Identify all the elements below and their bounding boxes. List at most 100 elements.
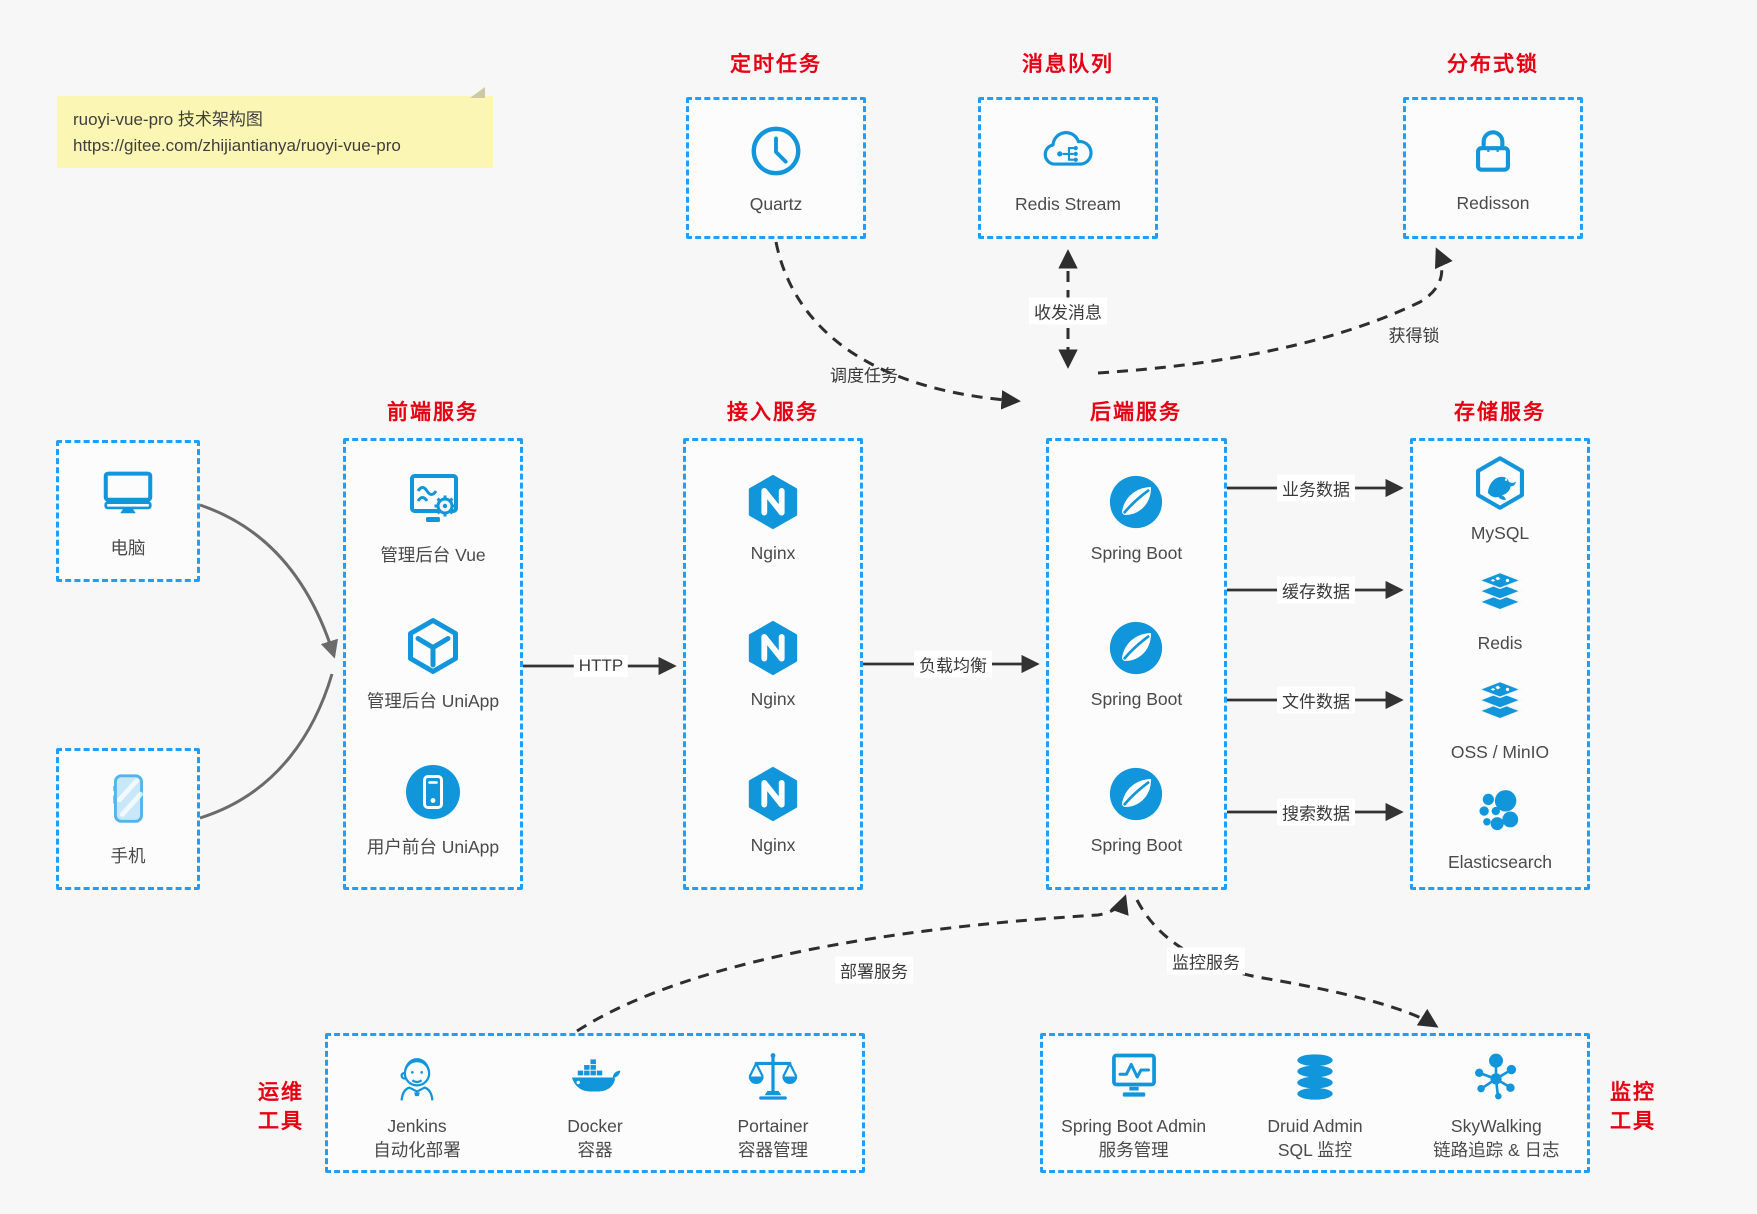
node-label: 电脑 xyxy=(110,537,146,558)
node-label: Redis Stream xyxy=(1014,193,1121,214)
node-label: Spring Boot xyxy=(1090,834,1183,855)
mysql-dolphin-icon xyxy=(1472,455,1528,516)
sticky-note: ruoyi-vue-pro 技术架构图 https://gitee.com/zh… xyxy=(57,87,493,168)
storage-title: 存储服务 xyxy=(1454,401,1546,424)
node-portainer: Portainer 容器管理 xyxy=(687,1049,859,1162)
admin-vue-icon xyxy=(403,470,463,535)
monitoring-tools-box: Spring Boot Admin 服务管理 Druid Admin SQL 监… xyxy=(1040,1033,1590,1173)
node-name: Jenkins xyxy=(387,1116,447,1136)
node-label: Nginx xyxy=(750,688,796,709)
frontend-box: 管理后台 Vue 管理后台 UniApp 用户前台 UniApp xyxy=(343,438,523,890)
node-nginx-2: Nginx xyxy=(744,619,802,710)
edge-label-deploy-service: 部署服务 xyxy=(835,956,913,984)
node-skywalking: SkyWalking 链路追踪 & 日志 xyxy=(1410,1049,1582,1162)
edge-label-file-data: 文件数据 xyxy=(1277,686,1355,714)
node-label: MySQL xyxy=(1470,523,1530,544)
edge-label-http: HTTP xyxy=(573,655,629,677)
edge-client-phone xyxy=(199,673,334,820)
note-url: https://gitee.com/zhijiantianya/ruoyi-vu… xyxy=(73,135,401,155)
mq-title: 消息队列 xyxy=(1022,53,1114,76)
nginx-icon xyxy=(744,765,802,828)
node-name: Spring Boot Admin xyxy=(1061,1116,1207,1136)
docker-whale-icon xyxy=(566,1049,624,1110)
edge-acquire-lock xyxy=(1097,247,1453,375)
edge-label-send-receive: 收发消息 xyxy=(1029,297,1107,325)
mq-box: Redis Stream xyxy=(978,97,1158,239)
node-docker: Docker 容器 xyxy=(509,1049,681,1162)
node-name: Docker xyxy=(567,1116,623,1136)
scheduler-box: Quartz xyxy=(686,97,866,239)
edge-label-monitor-service: 监控服务 xyxy=(1167,947,1245,975)
spring-leaf-icon xyxy=(1107,619,1165,682)
gateway-box: Nginx Nginx Nginx xyxy=(683,438,863,890)
node-elasticsearch: Elasticsearch xyxy=(1448,784,1552,873)
node-user-uniapp: 用户前台 UniApp xyxy=(367,762,499,859)
scheduler-title: 定时任务 xyxy=(730,53,822,76)
nginx-icon xyxy=(744,619,802,682)
node-admin-uniapp: 管理后台 UniApp xyxy=(367,616,499,713)
edge-label-business-data: 业务数据 xyxy=(1277,474,1355,502)
monitoring-side-label: 监控 工具 xyxy=(1610,1081,1656,1134)
cloud-stream-icon xyxy=(1039,122,1097,185)
node-label: OSS / MinIO xyxy=(1450,742,1550,763)
elasticsearch-icon xyxy=(1472,784,1528,845)
edge-label-cache-data: 缓存数据 xyxy=(1277,576,1355,604)
frontend-title: 前端服务 xyxy=(387,401,479,424)
node-label: 用户前台 UniApp xyxy=(366,836,500,857)
desktop-icon xyxy=(99,463,157,526)
node-mysql: MySQL xyxy=(1471,455,1529,544)
edge-label-acquire-lock: 获得锁 xyxy=(1388,326,1440,346)
node-desc: 服务管理 xyxy=(1098,1139,1169,1160)
node-label: Spring Boot xyxy=(1090,688,1183,709)
client-pc-box: 电脑 xyxy=(56,440,200,582)
lock-box: Redisson xyxy=(1403,97,1583,239)
uniapp-cube-icon xyxy=(403,616,463,681)
lock-title: 分布式锁 xyxy=(1447,53,1539,76)
clock-icon xyxy=(747,122,805,185)
topology-icon xyxy=(1468,1049,1524,1110)
node-label: Nginx xyxy=(750,542,796,563)
edge-label-search-data: 搜索数据 xyxy=(1277,798,1355,826)
node-springboot-1: Spring Boot xyxy=(1091,473,1182,564)
node-label: Spring Boot xyxy=(1090,542,1183,563)
spring-leaf-icon xyxy=(1107,473,1165,536)
ops-side-label: 运维 工具 xyxy=(258,1081,304,1134)
note-title: ruoyi-vue-pro 技术架构图 xyxy=(73,110,263,129)
node-label: 管理后台 UniApp xyxy=(366,690,500,711)
node-label: Redis xyxy=(1477,632,1523,653)
edge-label-load-balance: 负载均衡 xyxy=(914,650,992,678)
node-admin-vue: 管理后台 Vue xyxy=(380,470,486,567)
backend-title: 后端服务 xyxy=(1090,401,1182,424)
oss-stack-icon xyxy=(1472,674,1528,735)
scales-icon xyxy=(745,1049,801,1110)
spring-leaf-icon xyxy=(1107,765,1165,828)
user-app-icon xyxy=(403,762,463,827)
backend-box: Spring Boot Spring Boot Spring Boot xyxy=(1046,438,1227,890)
node-redis: Redis xyxy=(1472,565,1528,654)
node-nginx-1: Nginx xyxy=(744,473,802,564)
database-icon xyxy=(1287,1049,1343,1110)
padlock-icon xyxy=(1465,123,1521,184)
gateway-title: 接入服务 xyxy=(727,401,819,424)
jenkins-icon xyxy=(389,1049,445,1110)
nginx-icon xyxy=(744,473,802,536)
storage-box: MySQL Redis OSS / MinIO Elasticsearch xyxy=(1410,438,1590,890)
node-desc: 容器 xyxy=(577,1139,613,1160)
node-nginx-3: Nginx xyxy=(744,765,802,856)
client-phone-box: 手机 xyxy=(56,748,200,890)
node-label: Nginx xyxy=(750,834,796,855)
node-name: SkyWalking xyxy=(1450,1116,1542,1136)
smartphone-icon xyxy=(99,771,157,834)
ops-tools-box: Jenkins 自动化部署 Docker 容器 Portainer 容器管理 xyxy=(325,1033,865,1173)
node-label: 管理后台 Vue xyxy=(380,544,486,565)
node-jenkins: Jenkins 自动化部署 xyxy=(331,1049,503,1162)
edge-client-pc xyxy=(199,503,339,659)
node-druid-admin: Druid Admin SQL 监控 xyxy=(1229,1049,1401,1162)
node-label: 手机 xyxy=(110,845,146,866)
node-desc: 容器管理 xyxy=(737,1139,808,1160)
node-label: Elasticsearch xyxy=(1447,851,1553,872)
node-spring-boot-admin: Spring Boot Admin 服务管理 xyxy=(1048,1049,1220,1162)
node-oss-minio: OSS / MinIO xyxy=(1451,674,1549,763)
edge-schedule-task xyxy=(774,241,1021,410)
